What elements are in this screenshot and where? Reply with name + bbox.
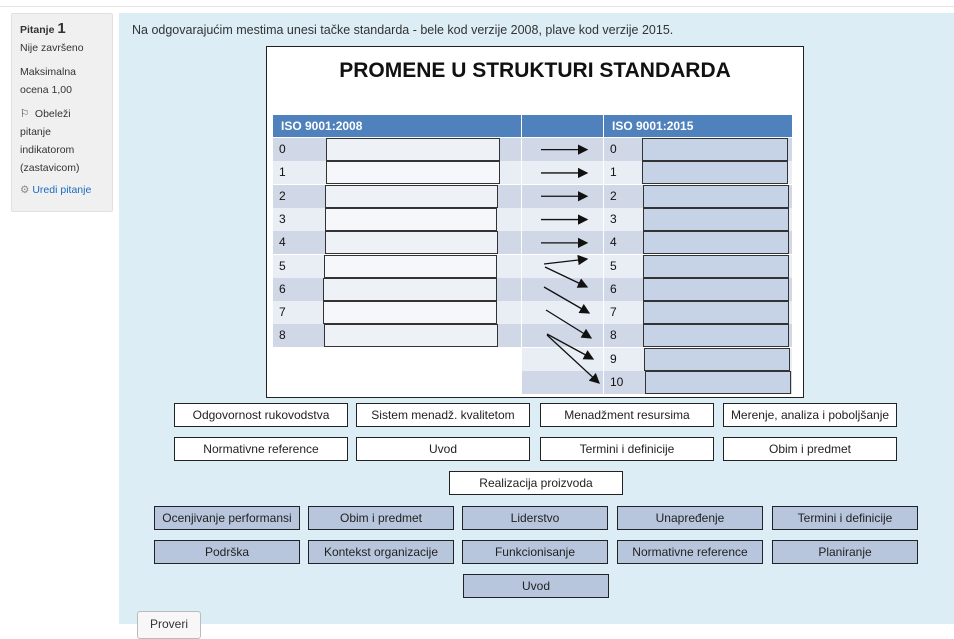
drop-zone-2015[interactable] bbox=[645, 371, 791, 394]
question-text: Na odgovarajućim mestima unesi tačke sta… bbox=[132, 23, 674, 37]
middle-header bbox=[522, 115, 603, 137]
top-border bbox=[0, 0, 954, 7]
diagram-title: PROMENE U STRUKTURI STANDARDA bbox=[339, 59, 731, 82]
drop-zone-2008[interactable] bbox=[326, 161, 500, 185]
drop-zone-2008[interactable] bbox=[325, 231, 498, 255]
edit-question-link[interactable]: ⚙ Uredi pitanje bbox=[20, 184, 92, 196]
choice-2015[interactable]: Funkcionisanje bbox=[462, 540, 608, 564]
question-grade-line1: Maksimalna bbox=[20, 66, 77, 78]
flag-icon: ⚐ bbox=[20, 108, 30, 120]
arrow bbox=[546, 334, 600, 384]
choice-2008[interactable]: Menadžment resursima bbox=[540, 403, 714, 427]
drop-zone-2015[interactable] bbox=[642, 138, 788, 161]
drop-zone-2015[interactable] bbox=[643, 301, 789, 325]
choice-2015[interactable]: Podrška bbox=[154, 540, 300, 564]
question-info-panel: Pitanje 1 Nije završeno Maksimalna ocena… bbox=[11, 13, 113, 212]
drop-zone-2015[interactable] bbox=[643, 231, 789, 255]
choice-2015[interactable]: Obim i predmet bbox=[308, 506, 454, 530]
choice-2015[interactable]: Uvod bbox=[463, 574, 609, 598]
choice-2015[interactable]: Normativne reference bbox=[617, 540, 763, 564]
drop-zone-2015[interactable] bbox=[642, 161, 788, 185]
arrow bbox=[543, 254, 589, 266]
drop-target-diagram: PROMENE U STRUKTURI STANDARDA ISO 9001:2… bbox=[266, 46, 804, 398]
choice-2008[interactable]: Sistem menadž. kvalitetom bbox=[356, 403, 530, 427]
choice-2015[interactable]: Termini i definicije bbox=[772, 506, 918, 530]
choice-2008[interactable]: Merenje, analiza i poboljšanje bbox=[723, 403, 897, 427]
choice-2008[interactable]: Obim i predmet bbox=[723, 437, 897, 461]
question-state: Nije završeno bbox=[20, 42, 84, 54]
drop-zone-2015[interactable] bbox=[644, 347, 790, 371]
drop-zone-2008[interactable] bbox=[325, 184, 498, 208]
question-grade-line2: ocena 1,00 bbox=[20, 84, 72, 96]
drop-zone-2008[interactable] bbox=[324, 254, 497, 278]
choice-2008[interactable]: Uvod bbox=[356, 437, 530, 461]
left-header: ISO 9001:2008 bbox=[273, 115, 521, 137]
drop-zone-2008[interactable] bbox=[323, 277, 497, 301]
choice-2008[interactable]: Normativne reference bbox=[174, 437, 348, 461]
middle-row bbox=[522, 371, 603, 394]
mapping-arrows bbox=[541, 144, 600, 384]
choice-2008[interactable]: Realizacija proizvoda bbox=[449, 471, 623, 495]
drop-zone-2015[interactable] bbox=[643, 324, 789, 348]
drop-zone-2015[interactable] bbox=[643, 207, 789, 231]
choice-2015[interactable]: Kontekst organizacije bbox=[308, 540, 454, 564]
arrow bbox=[543, 286, 591, 314]
flag-question-link[interactable]: ⚐ Obeleži pitanje indikatorom (zastavico… bbox=[20, 105, 104, 177]
choice-2015[interactable]: Unapređenje bbox=[617, 506, 763, 530]
gear-icon: ⚙ bbox=[20, 184, 30, 196]
arrow bbox=[546, 333, 595, 360]
check-button[interactable]: Proveri bbox=[137, 611, 201, 639]
right-header: ISO 9001:2015 bbox=[604, 115, 792, 137]
drop-zone-2008[interactable] bbox=[324, 324, 498, 348]
choice-2008[interactable]: Odgovornost rukovodstva bbox=[174, 403, 348, 427]
arrow bbox=[544, 266, 589, 288]
drop-zone-2008[interactable] bbox=[325, 207, 497, 231]
drop-zone-2008[interactable] bbox=[326, 138, 500, 161]
drop-zone-2015[interactable] bbox=[643, 277, 789, 301]
choice-2015[interactable]: Ocenjivanje performansi bbox=[154, 506, 300, 530]
arrow bbox=[545, 309, 593, 339]
question-number: Pitanje 1 bbox=[20, 20, 66, 37]
drop-zone-2008[interactable] bbox=[323, 301, 497, 325]
choice-2015[interactable]: Liderstvo bbox=[462, 506, 608, 530]
choice-2008[interactable]: Termini i definicije bbox=[540, 437, 714, 461]
drop-zone-2015[interactable] bbox=[643, 254, 789, 278]
choice-2015[interactable]: Planiranje bbox=[772, 540, 918, 564]
drop-zone-2015[interactable] bbox=[643, 184, 789, 208]
